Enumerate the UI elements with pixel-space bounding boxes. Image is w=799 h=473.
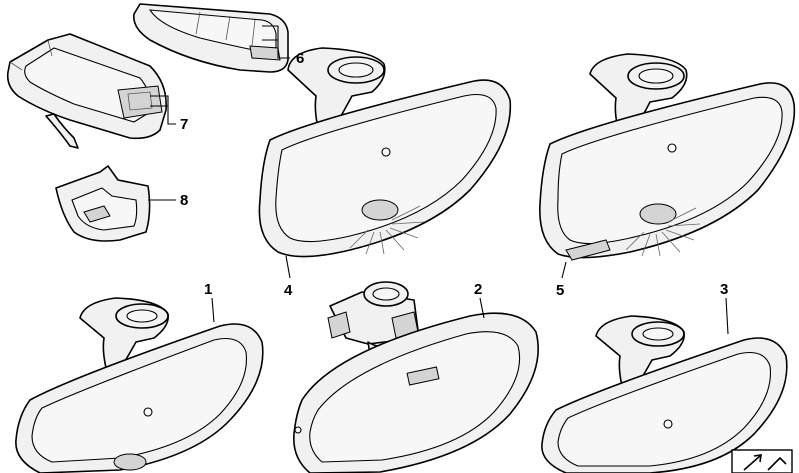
- callout-4: 4: [284, 282, 293, 299]
- part-1-mirror: [15, 297, 264, 473]
- callout-1: 1: [204, 281, 212, 298]
- leader-lines: [148, 25, 729, 335]
- part-7-lower-housing: [6, 33, 167, 149]
- part-8-bracket: [55, 165, 151, 242]
- callout-7: 7: [180, 116, 188, 133]
- part-4-mirror: [258, 47, 512, 258]
- callout-2: 2: [474, 281, 482, 298]
- callout-3: 3: [720, 281, 728, 298]
- callout-8: 8: [180, 192, 188, 209]
- callout-5: 5: [556, 282, 564, 299]
- callout-labels: 1 2 3 4 5 6 7 8: [180, 50, 728, 299]
- part-6-housing-cover: [133, 3, 289, 73]
- light-rays-5: [625, 207, 701, 257]
- directional-arrow-icon: [731, 449, 793, 473]
- part-3-mirror: [541, 315, 788, 473]
- callout-6: 6: [296, 50, 304, 67]
- part-2-mirror: [293, 281, 539, 473]
- light-rays-4: [349, 205, 425, 255]
- part-5-mirror: [539, 53, 796, 261]
